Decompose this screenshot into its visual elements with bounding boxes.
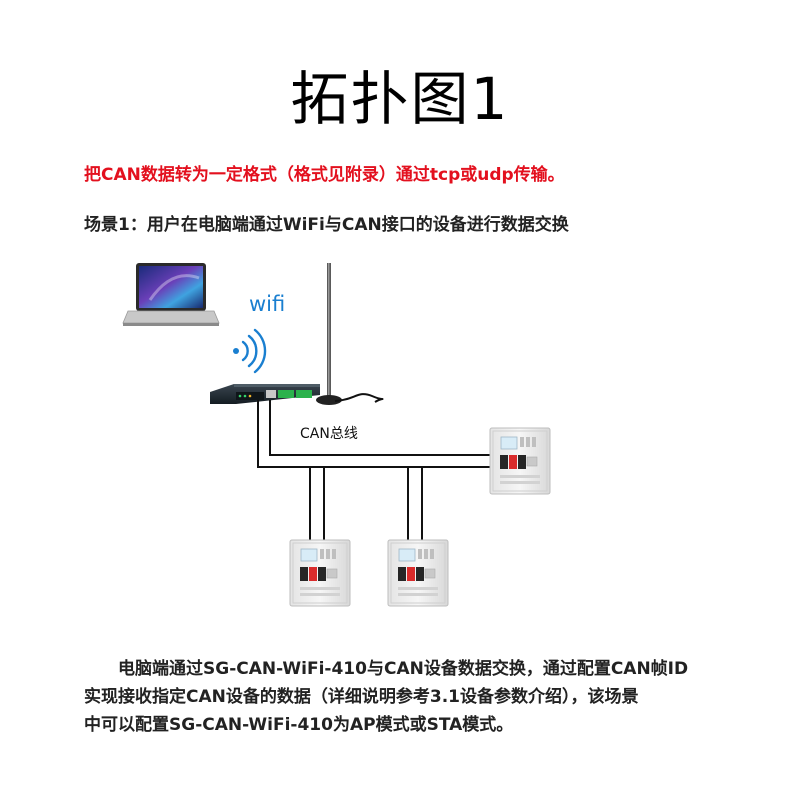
description-line-2: 实现接收指定CAN设备的数据（详细说明参考3.1设备参数介绍），该场景 <box>84 687 639 707</box>
description: 电脑端通过SG-CAN-WiFi-410与CAN设备数据交换，通过配置CAN帧I… <box>84 655 724 739</box>
can-device-cabinet-left <box>289 539 351 607</box>
laptop-icon <box>122 263 220 326</box>
description-line-3: 中可以配置SG-CAN-WiFi-410为AP模式或STA模式。 <box>84 715 514 735</box>
wifi-signal-icon <box>233 328 267 374</box>
description-line-1: 电脑端通过SG-CAN-WiFi-410与CAN设备数据交换，通过配置CAN帧I… <box>118 659 689 679</box>
wifi-label: wifi <box>249 292 285 316</box>
can-bus-label: CAN总线 <box>300 426 358 442</box>
can-device-cabinet-middle <box>387 539 449 607</box>
can-bus-wiring <box>257 400 502 540</box>
subtitle: 把CAN数据转为一定格式（格式见附录）通过tcp或udp传输。 <box>84 165 565 185</box>
scene-caption: 场景1：用户在电脑端通过WiFi与CAN接口的设备进行数据交换 <box>84 215 569 235</box>
antenna-icon <box>316 263 384 405</box>
page-title: 拓扑图1 <box>290 65 510 133</box>
can-device-cabinet-right <box>489 427 551 495</box>
gateway-device <box>210 384 320 404</box>
